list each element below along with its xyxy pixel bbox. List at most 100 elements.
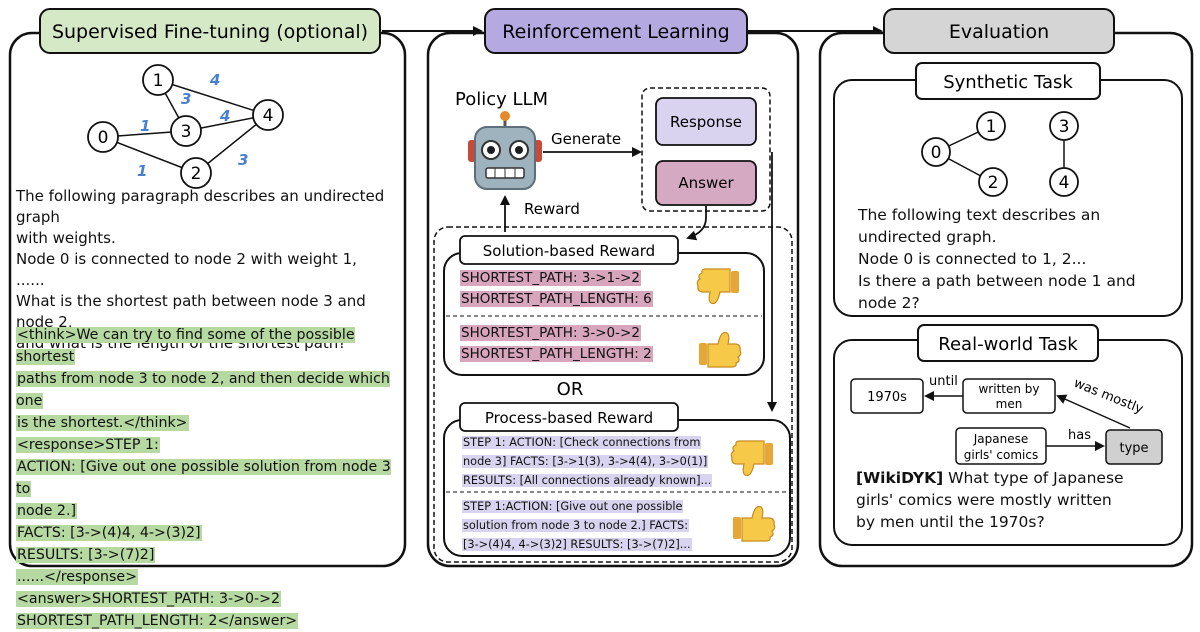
- robot-icon: [468, 111, 542, 190]
- solution-reward-title-box: [459, 235, 679, 265]
- sft-graph-nodes: 1 0 3 4 2: [87, 64, 284, 189]
- kg-node-type: [1105, 429, 1163, 465]
- synthetic-line: node 2?: [858, 294, 920, 312]
- sft-node-3: [170, 115, 202, 147]
- rl-header: [484, 8, 748, 54]
- kg-edge-until: until: [929, 374, 958, 389]
- process-good-line: solution from node 3 to node 2.] FACTS:: [462, 519, 690, 532]
- synthetic-node-4: [1049, 167, 1079, 197]
- thumbs-down-icon: [696, 268, 739, 305]
- kg-node-1970s-label: 1970s: [867, 390, 907, 405]
- edge-weight-2-4: 3: [238, 151, 248, 169]
- process-good-line: STEP 1:ACTION: [Give out one possible: [462, 500, 684, 513]
- solution-bad-line: SHORTEST_PATH_LENGTH: 6: [460, 291, 653, 307]
- realworld-task-title-box: [917, 324, 1099, 362]
- sft-node-2: [180, 157, 212, 189]
- output-line: SHORTEST_PATH_LENGTH: 2</answer>: [16, 613, 299, 629]
- kg-node-written-by-men-label-2: men: [996, 397, 1023, 411]
- rl-header-label: Reinforcement Learning: [502, 21, 729, 43]
- edge-weight-0-3: 1: [140, 117, 150, 135]
- output-line: RESULTS: [3->(7)2]: [16, 547, 156, 563]
- edge-weight-1-4: 4: [209, 71, 220, 89]
- synthetic-node-3: [1049, 111, 1079, 141]
- output-line: <response>STEP 1:: [16, 437, 160, 453]
- solution-bad-answer: SHORTEST_PATH: 3->1->2 SHORTEST_PATH_LEN…: [460, 268, 653, 310]
- kg-node-type-label: type: [1119, 441, 1148, 456]
- output-line: is the shortest.</think>: [16, 415, 189, 431]
- synthetic-task-title-box: [915, 62, 1101, 100]
- synthetic-node-1: [976, 111, 1006, 141]
- process-bad-line: node 3] FACTS: [3->1(3), 3->4(4), 3->0(1…: [462, 455, 709, 468]
- question-line: by men until the 1970s?: [856, 513, 1045, 531]
- realworld-task-title: Real-world Task: [938, 334, 1078, 355]
- output-line: <think>We can try to find some of the po…: [16, 327, 355, 365]
- prompt-line: ......: [16, 271, 45, 289]
- output-line: ACTION: [Give out one possible solution …: [16, 459, 391, 497]
- edge-weight-0-2: 1: [137, 162, 147, 180]
- synthetic-line: undirected graph.: [858, 228, 997, 246]
- synthetic-node-0: [921, 137, 951, 167]
- prompt-line: The following paragraph describes an und…: [16, 187, 385, 226]
- thumbs-up-icon: [733, 505, 776, 542]
- process-reward-title-box: [459, 402, 679, 432]
- sft-node-1-label: 1: [153, 71, 164, 91]
- prompt-line: with weights.: [16, 229, 116, 247]
- synthetic-task-title: Synthetic Task: [943, 72, 1073, 93]
- sft-output-text: <think>We can try to find some of the po…: [16, 324, 404, 632]
- solution-bad-line: SHORTEST_PATH: 3->1->2: [460, 270, 641, 286]
- kg-node-japanese-label-1: Japanese: [973, 432, 1029, 446]
- or-label: OR: [557, 379, 584, 400]
- output-line: node 2.]: [16, 503, 77, 519]
- sft-node-4-label: 4: [263, 106, 274, 126]
- synthetic-node-2-label: 2: [988, 173, 999, 193]
- sft-node-0-label: 0: [98, 128, 109, 148]
- sft-header-label: Supervised Fine-tuning (optional): [52, 21, 368, 43]
- kg-edge-has: has: [1068, 428, 1091, 443]
- synthetic-line: The following text describes an: [858, 206, 1101, 224]
- process-bad-response: STEP 1: ACTION: [Check connections from …: [462, 433, 713, 490]
- realworld-question: [WikiDYK] What type of Japanese girls' c…: [856, 467, 1178, 533]
- output-line: FACTS: [3->(4)4, 4->(3)2]: [16, 525, 202, 541]
- answer-label: Answer: [678, 174, 734, 192]
- solution-reward-title: Solution-based Reward: [483, 242, 655, 260]
- edge-weight-1-3: 3: [181, 90, 191, 108]
- kg-node-written-by-men-label-1: written by: [978, 382, 1039, 396]
- process-bad-line: RESULTS: [All connections already known]…: [462, 474, 713, 487]
- sft-node-0: [87, 121, 119, 153]
- output-line: ......</response>: [16, 569, 139, 585]
- synthetic-line: Node 0 is connected to 1, 2...: [858, 250, 1087, 268]
- synthetic-node-3-label: 3: [1059, 117, 1070, 137]
- sft-node-1: [142, 64, 174, 96]
- kg-node-japanese-label-2: girls' comics: [964, 448, 1038, 462]
- edge-weight-3-4: 4: [219, 107, 230, 125]
- synthetic-node-2: [978, 167, 1008, 197]
- process-reward-title: Process-based Reward: [485, 409, 653, 427]
- eval-header-label: Evaluation: [949, 21, 1049, 43]
- reward-label: Reward: [524, 200, 580, 218]
- eval-header: [883, 8, 1115, 54]
- response-label: Response: [670, 113, 742, 131]
- synthetic-node-4-label: 4: [1059, 173, 1070, 193]
- output-line: <answer>SHORTEST_PATH: 3->0->2: [16, 591, 282, 607]
- solution-good-answer: SHORTEST_PATH: 3->0->2 SHORTEST_PATH_LEN…: [460, 323, 653, 365]
- process-bad-line: STEP 1: ACTION: [Check connections from: [462, 436, 702, 449]
- wikidyk-tag: [WikiDYK]: [856, 469, 944, 487]
- generate-label: Generate: [551, 130, 621, 148]
- thumbs-down-icon: [730, 440, 773, 477]
- prompt-line: Node 0 is connected to node 2 with weigh…: [16, 250, 357, 268]
- sft-node-2-label: 2: [191, 164, 202, 184]
- prompt-line: What is the shortest path between node 3…: [16, 292, 366, 331]
- reward-group: [433, 226, 793, 563]
- policy-llm-title: Policy LLM: [455, 89, 548, 110]
- output-line: paths from node 3 to node 2, and then de…: [16, 371, 390, 409]
- synthetic-node-0-label: 0: [931, 143, 942, 163]
- sft-node-3-label: 3: [181, 122, 192, 142]
- synthetic-line: Is there a path between node 1 and: [858, 272, 1136, 290]
- solution-good-line: SHORTEST_PATH_LENGTH: 2: [460, 346, 653, 362]
- answer-box: [655, 160, 757, 206]
- synthetic-task-text: The following text describes an undirect…: [858, 204, 1178, 314]
- process-good-line: [3->(4)4, 4->(3)2] RESULTS: [3->(7)2]...: [462, 538, 692, 551]
- solution-good-line: SHORTEST_PATH: 3->0->2: [460, 325, 641, 341]
- kg-node-1970s: [850, 378, 924, 414]
- synthetic-node-1-label: 1: [986, 117, 997, 137]
